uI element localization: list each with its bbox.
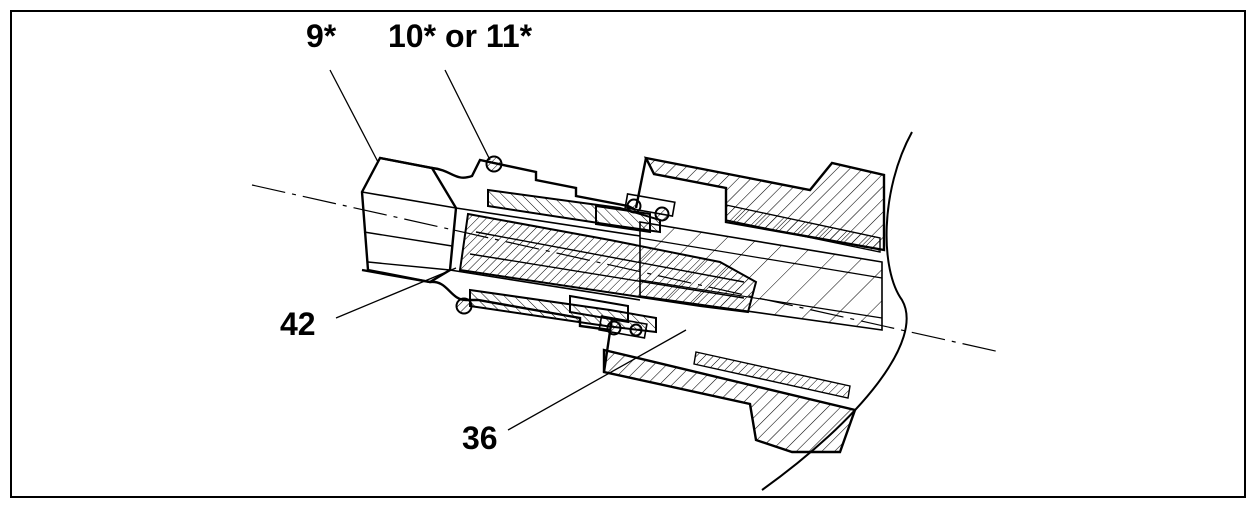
hex-nut (360, 156, 458, 284)
callout-42: 42 (280, 306, 316, 342)
housing-lower-section (602, 348, 857, 454)
drawing-frame (10, 10, 1246, 498)
callout-10-or-11: 10* or 11* (388, 18, 533, 54)
leader-36 (507, 329, 687, 431)
o-ring-lower-left (455, 297, 473, 315)
bore-strip-lower (693, 351, 851, 399)
leader-10-11 (444, 69, 491, 161)
sleeve-upper (487, 188, 661, 234)
coupling-outline-upper (379, 156, 637, 212)
o-ring-housing-lower-b (629, 323, 643, 337)
coupling-outline-lower (361, 268, 611, 332)
bore-strip-upper (725, 204, 881, 253)
o-ring-10-11-upper (485, 155, 503, 173)
leader-42 (335, 267, 457, 319)
leader-9 (329, 69, 379, 163)
callout-9: 9* (306, 18, 337, 54)
callout-36: 36 (462, 420, 498, 456)
